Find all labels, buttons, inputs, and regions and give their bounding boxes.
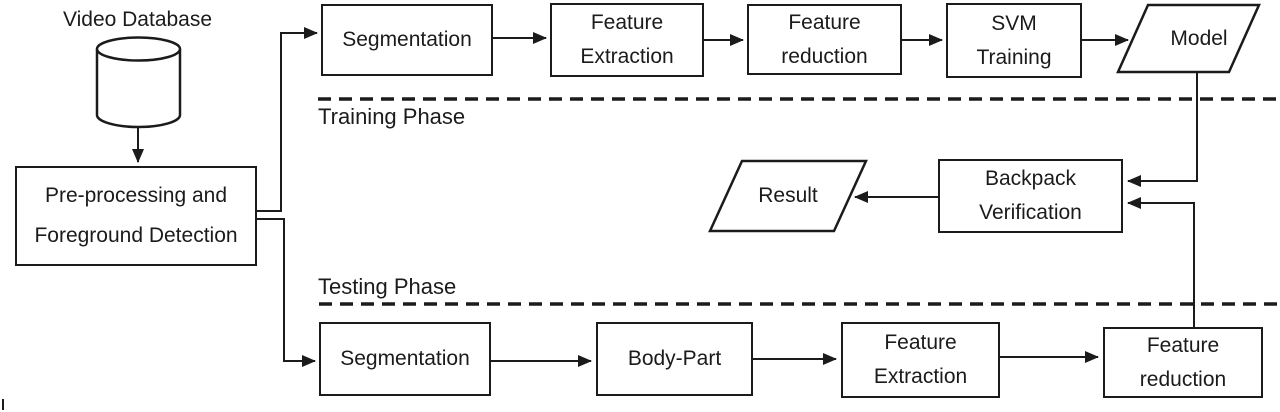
node-segmentation-testing: Segmentation — [319, 322, 491, 396]
node-backpack-verification-line1: Backpack — [984, 167, 1077, 191]
node-backpack-verification-line2: Verification — [979, 201, 1082, 224]
node-feature-reduction-testing: Feature reduction — [1103, 327, 1263, 398]
node-feature-extraction-testing: Feature Extraction — [841, 322, 1000, 398]
node-preprocessing-line1: Pre-processing and — [44, 184, 228, 208]
result-parallelogram — [708, 159, 868, 233]
node-feature-reduction-training-line2: reduction — [781, 44, 868, 68]
node-feature-extraction-training: Feature Extraction — [550, 3, 704, 77]
node-feature-reduction-testing-line1: Feature — [1146, 333, 1220, 357]
node-backpack-verification: Backpack Verification — [938, 159, 1123, 233]
model-parallelogram — [1116, 3, 1261, 74]
node-feature-extraction-testing-line2: Extraction — [873, 365, 968, 388]
node-svm-training-line2: Training — [976, 45, 1052, 69]
node-svm-training: SVM Training — [946, 3, 1082, 78]
node-body-part-label: Body-Part — [627, 347, 722, 371]
arrow-preprocessing-to-segmentation-testing — [257, 218, 316, 367]
node-preprocessing-line2: Foreground Detection — [34, 224, 238, 247]
node-feature-reduction-testing-line2: reduction — [1139, 367, 1227, 391]
node-feature-extraction-training-line2: Extraction — [580, 45, 674, 68]
arrow-preprocessing-to-segmentation-training — [257, 27, 318, 212]
arrow-model-to-backpack-verification — [1127, 72, 1198, 187]
node-segmentation-training-label: Segmentation — [342, 28, 472, 52]
node-feature-extraction-training-line1: Feature — [590, 11, 664, 35]
node-body-part: Body-Part — [596, 322, 753, 396]
node-segmentation-testing-label: Segmentation — [340, 347, 470, 371]
node-preprocessing: Pre-processing and Foreground Detection — [15, 166, 257, 266]
node-svm-training-line1: SVM — [991, 11, 1037, 35]
database-cylinder-icon — [95, 36, 182, 129]
node-result-label: Result — [758, 184, 818, 207]
node-feature-extraction-testing-line1: Feature — [884, 331, 957, 355]
node-feature-reduction-training: Feature reduction — [747, 4, 902, 75]
node-segmentation-training: Segmentation — [321, 4, 493, 76]
arrow-feature-reduction-testing-to-backpack-verification — [1127, 197, 1195, 327]
node-feature-reduction-training-line1: Feature — [788, 10, 861, 34]
video-database-label: Video Database — [62, 8, 213, 31]
training-phase-label: Training Phase — [318, 104, 466, 129]
node-model-label: Model — [1170, 26, 1228, 50]
testing-phase-label: Testing Phase — [318, 274, 457, 299]
